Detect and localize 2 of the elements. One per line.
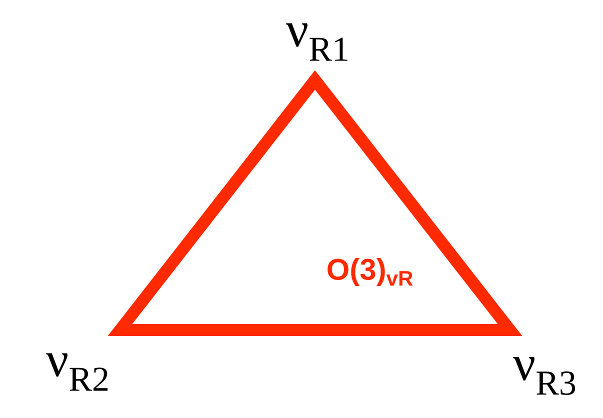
vertex-label: ν$_{R3}$	[513, 357, 576, 395]
vertex-label: ν$_{R2}$	[46, 353, 108, 391]
